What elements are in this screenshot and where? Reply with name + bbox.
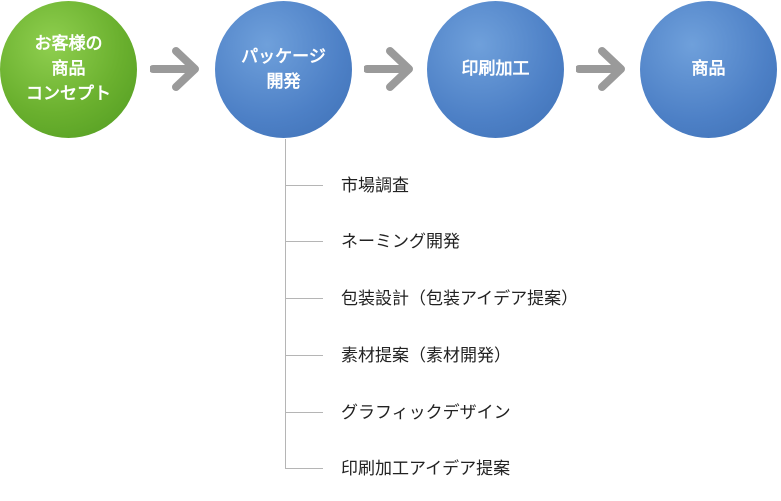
branch-connector (285, 298, 323, 299)
branch-item-market-research: 市場調査 (341, 176, 409, 196)
step-customer-concept: お客様の 商品 コンセプト (0, 1, 137, 138)
branch-item-naming: ネーミング開発 (341, 232, 460, 252)
branch-item-material-proposal: 素材提案（素材開発） (341, 346, 511, 366)
step-package-development: パッケージ 開発 (215, 1, 352, 138)
branch-connector (285, 468, 323, 469)
arrow-right-icon (150, 47, 199, 91)
step-label: 印刷加工 (461, 59, 530, 79)
step-product: 商品 (640, 1, 777, 138)
branch-item-package-design: 包装設計（包装アイデア提案） (341, 289, 579, 309)
step-label: 商品 (691, 59, 726, 79)
arrow-right-icon (364, 47, 413, 91)
branch-connector (285, 241, 323, 242)
arrow-right-icon (576, 47, 625, 91)
branch-connector (285, 355, 323, 356)
branch-trunk-line (285, 139, 286, 469)
branch-connector (285, 185, 323, 186)
branch-item-print-idea: 印刷加工アイデア提案 (341, 459, 511, 479)
step-label: お客様の 商品 コンセプト (26, 34, 111, 104)
step-printing: 印刷加工 (427, 1, 564, 138)
branch-item-graphic-design: グラフィックデザイン (341, 403, 511, 423)
step-label: パッケージ 開発 (241, 46, 326, 92)
branch-connector (285, 412, 323, 413)
